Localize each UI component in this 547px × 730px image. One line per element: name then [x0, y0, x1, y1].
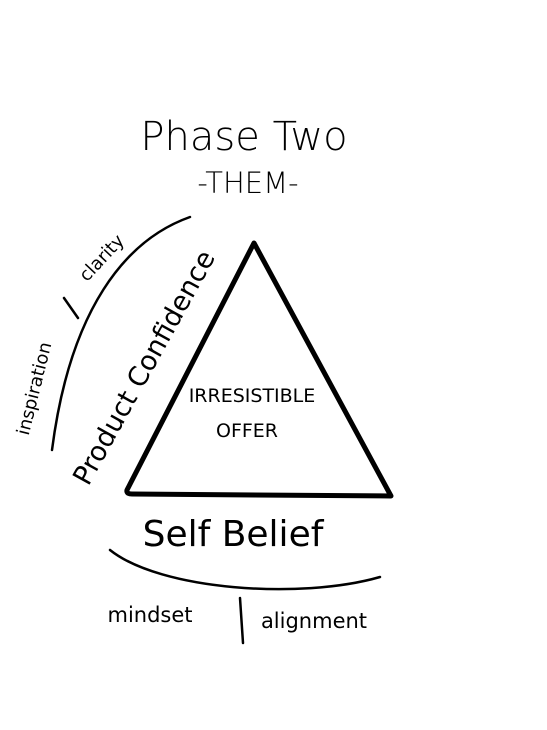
self-belief-label: Self Belief	[143, 514, 325, 555]
diagram-subtitle: -THEM-	[197, 166, 298, 200]
inspiration-label: inspiration	[13, 340, 56, 437]
bottom-divider	[238, 596, 245, 645]
clarity-label: clarity	[75, 230, 129, 286]
triangle-text-line1: IRRESISTIBLE	[189, 385, 316, 407]
offer-triangle	[124, 240, 394, 499]
bottom-outer-arc	[108, 548, 382, 591]
alignment-label: alignment	[261, 609, 367, 633]
mindset-label: mindset	[107, 603, 192, 627]
diagram-title: Phase Two	[140, 114, 347, 160]
triangle-text-line2: OFFER	[216, 420, 278, 442]
left-outer-arc	[50, 215, 192, 452]
left-divider	[62, 296, 80, 320]
